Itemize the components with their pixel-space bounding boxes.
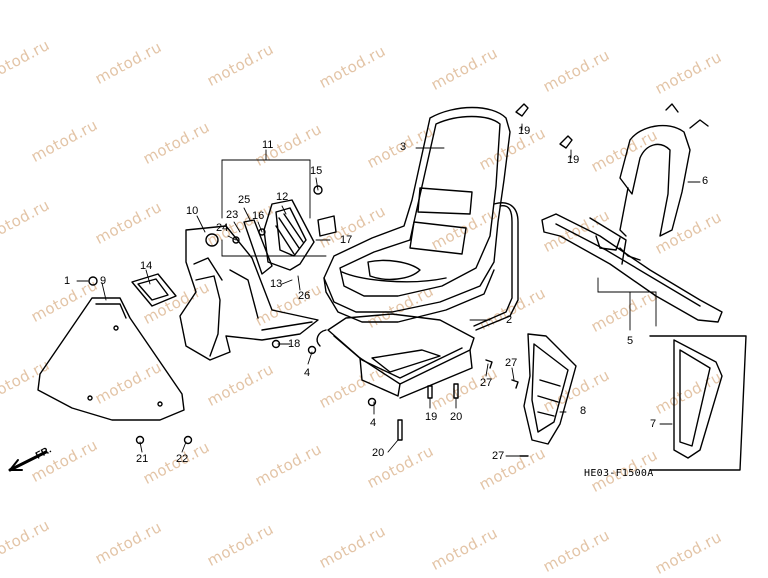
callout-25: 25 <box>238 194 251 206</box>
callout-27a: 27 <box>480 377 493 389</box>
callout-20b: 20 <box>372 447 385 459</box>
callout-7: 7 <box>650 418 657 430</box>
callout-15: 15 <box>310 165 323 177</box>
callout-5: 5 <box>627 335 634 347</box>
callout-4b: 4 <box>370 417 377 429</box>
plate-14 <box>131 273 177 307</box>
diagram-code: HE03-F1500A <box>584 468 654 479</box>
callout-8: 8 <box>580 405 587 417</box>
callout-21: 21 <box>136 453 149 465</box>
callout-12: 12 <box>276 191 289 203</box>
callout-14: 14 <box>140 260 153 272</box>
callout-13: 13 <box>270 278 283 290</box>
callout-23: 23 <box>226 209 239 221</box>
callout-17: 17 <box>340 234 353 246</box>
callout-4a: 4 <box>304 367 311 379</box>
callout-3: 3 <box>400 141 407 153</box>
seat <box>323 106 511 323</box>
fasteners <box>88 103 573 457</box>
callout-1: 1 <box>64 275 71 287</box>
callout-16: 16 <box>252 210 265 222</box>
heat-guard <box>523 333 577 445</box>
left-side-panel <box>37 297 185 421</box>
callout-26: 26 <box>298 290 311 302</box>
bumper-bar <box>541 213 723 323</box>
callout-19b: 19 <box>567 154 580 166</box>
callout-6: 6 <box>702 175 709 187</box>
callout-19c: 19 <box>425 411 438 423</box>
grille-12 <box>243 199 315 275</box>
callout-9: 9 <box>100 275 107 287</box>
grab-rail <box>619 103 709 237</box>
callout-27c: 27 <box>492 450 505 462</box>
callout-24: 24 <box>216 222 229 234</box>
callout-20a: 20 <box>450 411 463 423</box>
callout-19a: 19 <box>518 125 531 137</box>
front-arrow <box>8 450 48 472</box>
callout-2: 2 <box>506 314 513 326</box>
storage-box <box>179 225 319 361</box>
sticker-17 <box>317 215 337 237</box>
callout-27b: 27 <box>505 357 518 369</box>
right-side-panel <box>649 335 747 471</box>
callout-18: 18 <box>288 338 301 350</box>
callout-10: 10 <box>186 205 199 217</box>
front-arrow-head <box>9 459 23 471</box>
callout-22: 22 <box>176 453 189 465</box>
callout-11: 11 <box>262 139 274 151</box>
seat-frame <box>316 202 519 399</box>
